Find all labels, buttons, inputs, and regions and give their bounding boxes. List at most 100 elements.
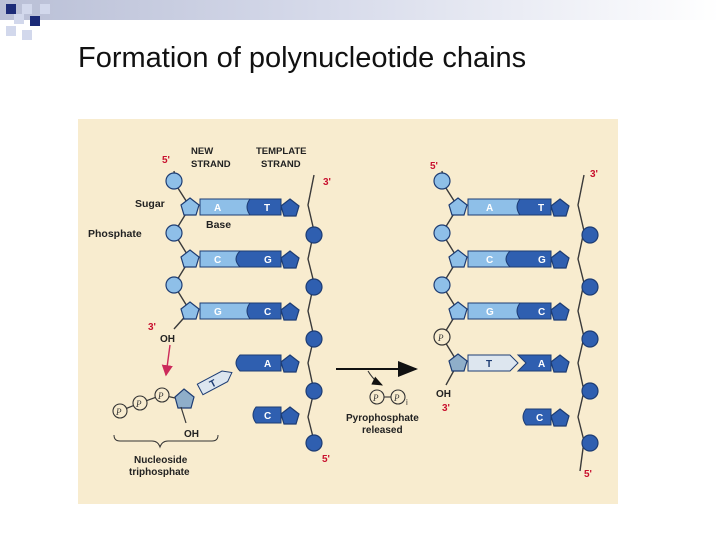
corner-squares-decoration — [0, 0, 60, 60]
five-prime-label: 5' — [584, 469, 592, 480]
base-letter: A — [486, 203, 493, 214]
svg-text:P: P — [372, 393, 379, 403]
pi-subscript: i — [406, 398, 408, 407]
phosphate-circle — [165, 276, 183, 294]
base-letter: A — [214, 203, 221, 214]
five-prime-label: 5' — [322, 454, 330, 465]
new-strand-backbone — [441, 170, 459, 386]
sugar-pentagon — [280, 406, 300, 425]
phosphate-label: Phosphate — [88, 228, 142, 240]
base-letter: T — [208, 378, 219, 391]
sugar-pentagon — [550, 250, 570, 269]
base-letter: G — [486, 307, 494, 318]
base-letter: C — [264, 411, 271, 422]
phosphate-circle — [165, 224, 183, 242]
template-strand-label: STRAND — [261, 159, 301, 170]
release-arrow — [367, 370, 383, 386]
template-backbone — [577, 174, 585, 472]
new-strand-label: NEW — [191, 146, 213, 157]
nucleoside-triphosphate-label: triphosphate — [129, 467, 190, 478]
base-letter: T — [538, 203, 544, 214]
nucleoside-triphosphate-label: Nucleoside — [134, 455, 188, 466]
phosphate-circle — [165, 172, 183, 190]
three-prime-label: 3' — [442, 403, 450, 414]
sugar-label: Sugar — [135, 198, 165, 210]
pyrophosphate-released-label: Pyrophosphate — [346, 413, 419, 424]
sugar-pentagon — [550, 408, 570, 427]
pyrophosphate: P P i — [369, 389, 408, 407]
base-letter: T — [264, 203, 270, 214]
template-strand-label: TEMPLATE — [256, 146, 307, 157]
base-letter: C — [264, 307, 271, 318]
new-strand-label: STRAND — [191, 159, 231, 170]
triphosphate-bracket — [113, 434, 219, 449]
template-backbone — [307, 174, 315, 442]
base-letter: A — [538, 359, 545, 370]
phosphate-circle — [581, 382, 599, 400]
phosphate-circle — [581, 278, 599, 296]
sugar-pentagon — [280, 302, 300, 321]
sugar-pentagon — [180, 249, 200, 268]
phosphate-circle — [581, 330, 599, 348]
base-letter: C — [214, 255, 221, 266]
phosphate-circle — [369, 389, 385, 405]
phosphate-circle — [581, 226, 599, 244]
phosphate-circle — [305, 330, 323, 348]
unpaired-template-base: C — [252, 406, 282, 424]
sugar-pentagon — [448, 197, 468, 216]
bond-formation-arrow — [161, 344, 173, 377]
base-letter: C — [538, 307, 545, 318]
svg-text:P: P — [115, 407, 122, 417]
three-prime-label: 3' — [323, 177, 331, 188]
sugar-pentagon — [180, 197, 200, 216]
phosphate-circle — [433, 224, 451, 242]
slide-title: Formation of polynucleotide chains — [78, 42, 527, 74]
sugar-pentagon — [174, 388, 195, 409]
base-letter: C — [536, 413, 543, 424]
base-letter: G — [538, 255, 546, 266]
pyrophosphate-released-label: released — [362, 425, 403, 436]
phosphate-circle — [305, 226, 323, 244]
sugar-pentagon — [448, 301, 468, 320]
phosphate-circle — [433, 172, 451, 190]
oh-label: OH — [184, 429, 199, 440]
phosphate-circle — [154, 387, 170, 403]
phosphate-circle — [132, 395, 148, 411]
base-label: Base — [206, 219, 231, 231]
five-prime-label: 5' — [430, 161, 438, 172]
phosphate-circle — [581, 434, 599, 452]
base-pair: G C — [199, 302, 282, 320]
base-letter: G — [264, 255, 272, 266]
oh-label: OH — [160, 334, 175, 345]
base-pair: C G — [467, 250, 552, 268]
sugar-pentagon — [448, 353, 468, 372]
unpaired-template-base: A — [235, 354, 282, 372]
phosphate-circle — [433, 276, 451, 294]
sugar-pentagon — [448, 249, 468, 268]
three-prime-label: 3' — [148, 322, 156, 333]
sugar-pentagon — [280, 250, 300, 269]
sugar-pentagon — [550, 302, 570, 321]
sugar-pentagon — [280, 198, 300, 217]
sugar-pentagon — [550, 198, 570, 217]
phosphate-circle — [433, 328, 451, 346]
base-pair: T A — [467, 354, 552, 372]
phosphate-circle — [305, 382, 323, 400]
diagram-svg: A T C G G C A C T P P P — [88, 146, 599, 480]
unpaired-template-base: C — [522, 408, 552, 426]
base-letter: C — [486, 255, 493, 266]
polynucleotide-diagram: A T C G G C A C T P P P — [78, 119, 618, 504]
svg-text:P: P — [157, 391, 164, 401]
phosphate-circle — [390, 389, 406, 405]
three-prime-label: 3' — [590, 169, 598, 180]
svg-text:P: P — [135, 399, 142, 409]
phosphate-circle — [305, 434, 323, 452]
five-prime-label: 5' — [162, 155, 170, 166]
base-pair: G C — [467, 302, 552, 320]
base-pair: A T — [467, 198, 552, 216]
svg-text:P: P — [437, 333, 444, 343]
sugar-pentagon — [550, 354, 570, 373]
base-letter: A — [264, 359, 271, 370]
new-phosphate: P — [433, 328, 451, 346]
base-pair: A T — [199, 198, 282, 216]
